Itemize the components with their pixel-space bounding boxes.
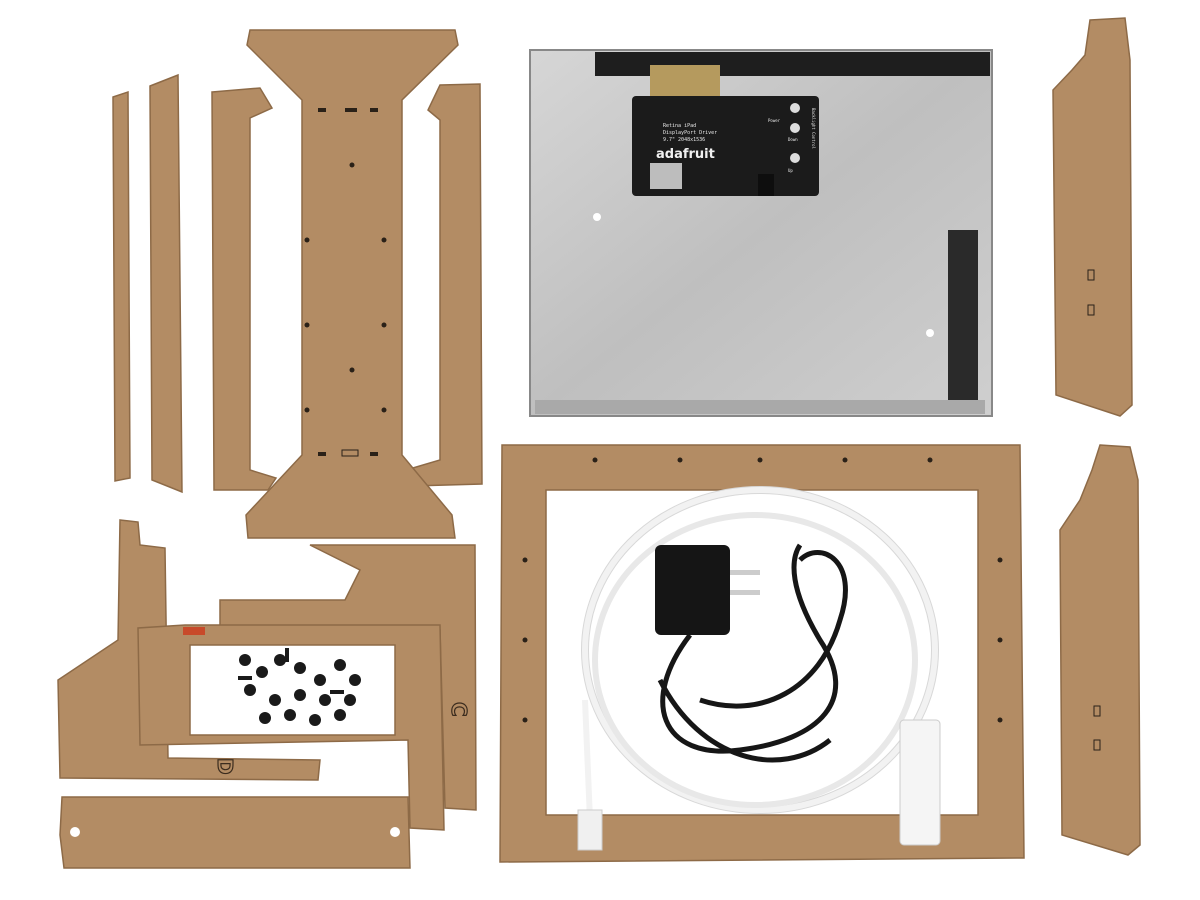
wood-side-bottom xyxy=(1059,444,1141,856)
engraving-d: D xyxy=(213,758,237,775)
board-title-3: 9.7" 2048x1536 xyxy=(663,137,705,143)
frame-holes xyxy=(522,457,1003,723)
wood-strip-thin xyxy=(112,90,131,482)
board-title-2: DisplayPort Driver xyxy=(663,130,717,136)
adafruit-logo: adafruit xyxy=(656,147,715,162)
power-cord xyxy=(657,543,848,763)
label-power: Power xyxy=(768,118,781,123)
spine-holes xyxy=(304,108,387,457)
hdmi-cable xyxy=(581,486,939,821)
wood-corner-b xyxy=(57,519,321,781)
wood-strip-j-right xyxy=(405,83,483,487)
driver-board: Retina iPad DisplayPort Driver 9.7" 2048… xyxy=(632,96,819,196)
power-adapter xyxy=(655,545,730,635)
mini-displayport-plug xyxy=(577,809,603,851)
engraving-c: C xyxy=(447,702,471,717)
wood-bottom-strip xyxy=(59,796,411,869)
label-up: Up xyxy=(788,168,793,173)
board-title-1: Retina iPad xyxy=(663,123,696,129)
hdmi-plug xyxy=(899,719,941,846)
protective-film-tab xyxy=(183,627,205,635)
wood-center-spine xyxy=(245,29,459,539)
label-backlight: Backlight Control xyxy=(811,108,816,150)
wood-frame xyxy=(499,444,1025,863)
wood-strip-j-left xyxy=(211,87,278,491)
label-down: Down xyxy=(788,137,798,142)
wood-corner-d xyxy=(137,624,445,831)
wood-side-top xyxy=(1052,17,1133,417)
screws-pile xyxy=(238,648,361,726)
wood-strip-medium xyxy=(149,73,183,494)
